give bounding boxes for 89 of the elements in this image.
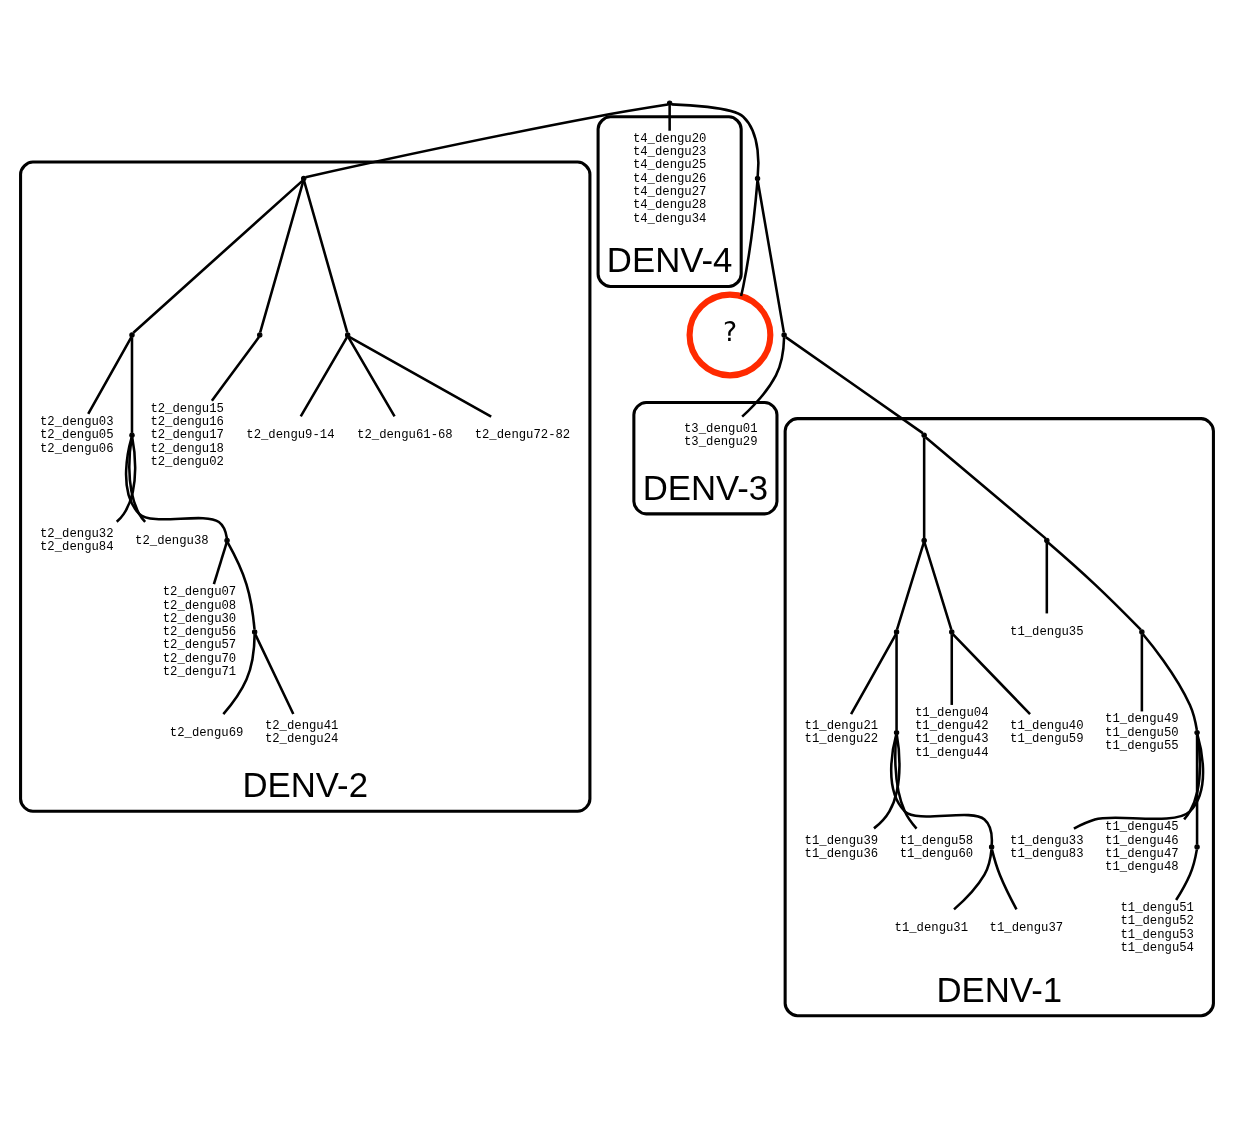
node-point <box>921 431 927 438</box>
connector <box>741 336 786 418</box>
node-text: t1_dengu51 t1_dengu52 t1_dengu53 t1_dengu54 <box>1120 900 1194 955</box>
node-text: t2_dengu38 <box>135 533 209 548</box>
connector <box>212 541 228 584</box>
node-text: t3_dengu01 t3_dengu29 <box>683 421 758 449</box>
connector <box>895 633 898 730</box>
connector <box>923 541 953 630</box>
node-text: t1_dengu31 <box>894 920 969 935</box>
connector <box>756 180 786 333</box>
node-point <box>921 537 927 543</box>
connector <box>87 335 133 414</box>
connector <box>895 541 925 630</box>
connector <box>671 102 760 176</box>
node-text: t1_dengu04 t1_dengu42 t1_dengu43 t1_dengu44 <box>915 705 989 760</box>
node-point <box>224 537 230 543</box>
node-text: t1_dengu35 <box>1010 624 1084 639</box>
connector <box>990 848 1018 910</box>
node-text: t1_dengu37 <box>989 920 1064 935</box>
connector <box>1183 734 1202 820</box>
node-point <box>301 175 307 181</box>
connector <box>1175 848 1199 901</box>
node-point <box>1044 537 1050 543</box>
node-point <box>129 431 135 438</box>
node-text: t1_dengu58 t1_dengu60 <box>899 833 974 861</box>
connector <box>128 436 147 523</box>
connector <box>894 734 918 829</box>
connector <box>302 180 349 333</box>
node-point <box>1194 729 1200 735</box>
connector <box>668 105 671 131</box>
node-point <box>129 331 135 338</box>
connector <box>130 336 134 433</box>
node-text: t2_dengu69 <box>169 725 244 740</box>
connector <box>953 849 993 910</box>
connector <box>124 436 229 538</box>
connector <box>226 541 256 630</box>
connector <box>924 435 1047 539</box>
node-circle: ? <box>686 291 774 378</box>
connector <box>1195 734 1199 845</box>
connector <box>222 633 256 715</box>
connector <box>1045 542 1049 613</box>
node-point <box>893 729 900 735</box>
connector <box>299 335 349 417</box>
connector <box>305 102 668 178</box>
connector <box>1140 633 1144 711</box>
node-point <box>257 331 263 338</box>
node-text: t2_dengu72-82 <box>474 427 571 442</box>
node-text: t2_dengu61-68 <box>357 427 453 442</box>
node-point <box>1139 628 1145 635</box>
connector <box>873 734 901 829</box>
node-point <box>754 175 761 181</box>
connector <box>922 437 926 538</box>
connector <box>1073 734 1205 830</box>
connector <box>115 436 137 523</box>
connector <box>889 734 994 845</box>
connector <box>784 335 924 434</box>
node-text: t1_dengu49 t1_dengu50 t1_dengu55 <box>1105 711 1179 753</box>
node-point <box>893 628 900 635</box>
node-text: t2_dengu41 t2_dengu24 <box>264 718 339 746</box>
connector <box>849 632 898 715</box>
node-text: t1_dengu21 t1_dengu22 <box>804 718 879 746</box>
node-point <box>949 628 955 635</box>
node-text: t1_dengu39 t1_dengu36 <box>804 833 879 861</box>
node-text: t2_dengu07 t2_dengu08 t2_dengu30 t2_dengu56 t2_dengu57 t2_dengu70 t2_dengu71 <box>162 584 237 679</box>
connector <box>254 633 295 715</box>
node-text: t2_dengu9-14 <box>246 427 335 442</box>
node-point <box>251 628 258 635</box>
node-text: t1_dengu40 t1_dengu59 <box>1010 718 1084 746</box>
connector <box>739 180 759 296</box>
connector <box>210 335 260 401</box>
node-point <box>988 843 995 850</box>
connector <box>348 335 492 418</box>
node-point <box>344 331 351 338</box>
node-point <box>1194 843 1200 850</box>
connector <box>132 179 304 334</box>
connector <box>347 335 396 417</box>
connector <box>1142 632 1199 730</box>
connector <box>950 633 954 705</box>
node-text: t1_dengu45 t1_dengu46 t1_dengu47 t1_dengu48 <box>1105 819 1179 874</box>
node-text: t2_dengu32 t2_dengu84 <box>40 526 114 554</box>
node-text: t1_dengu33 t1_dengu83 <box>1010 833 1084 861</box>
node-text: t2_dengu15 t2_dengu16 t2_dengu17 t2_dengu18 t2_dengu02 <box>150 401 224 469</box>
connector <box>951 632 1031 715</box>
node-point <box>666 100 673 106</box>
connector <box>1047 541 1142 631</box>
node-point <box>781 331 787 338</box>
node-text: t4_dengu20 t4_dengu23 t4_dengu25 t4_dengu26 t4_dengu27 t4_dengu28 t4_dengu34 <box>632 131 707 226</box>
node-text: t2_dengu03 t2_dengu05 t2_dengu06 <box>40 414 114 456</box>
connector <box>258 180 305 333</box>
